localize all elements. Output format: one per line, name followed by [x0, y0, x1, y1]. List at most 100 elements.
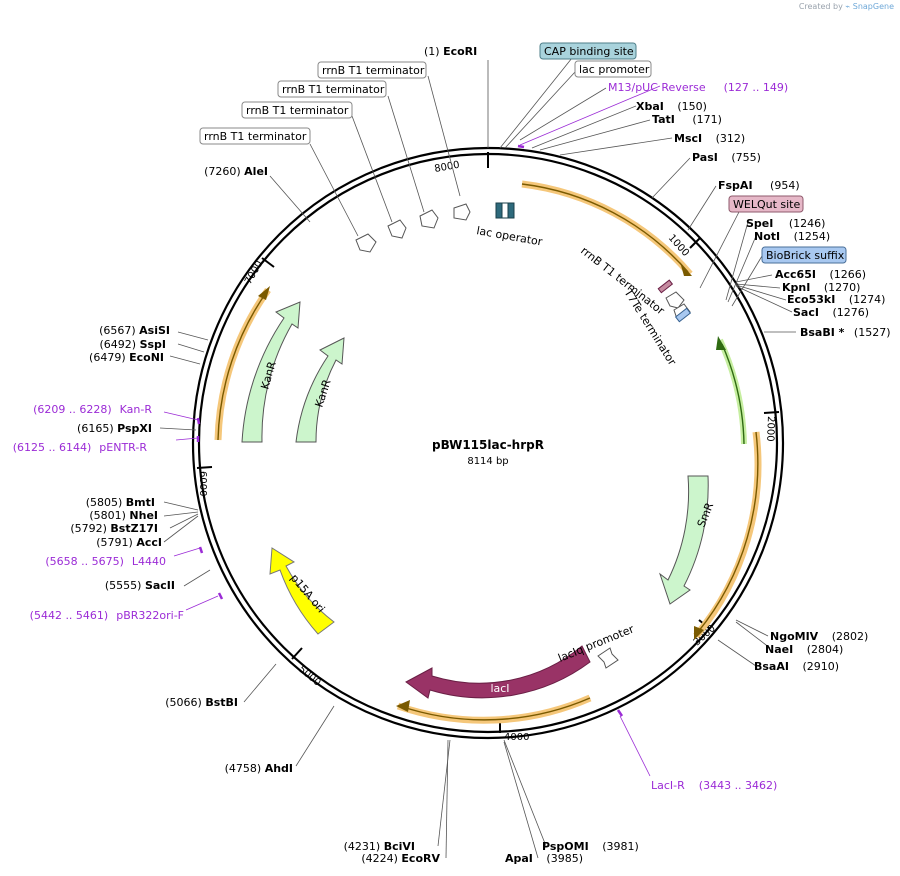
site-ahdi: (4758) AhdI	[225, 762, 293, 775]
site-kpni: KpnI (1270)	[782, 281, 860, 294]
lac-operator-feature	[495, 202, 515, 219]
site-noti: NotI (1254)	[754, 230, 830, 243]
site-ecorv: (4224) EcoRV	[361, 852, 440, 865]
terminator-arrow-4	[355, 233, 377, 253]
terminator-arrow-1	[453, 203, 471, 221]
snapgene-credit: Created by ⌁ SnapGene	[799, 2, 894, 11]
site-fspai: FspAI (954)	[718, 179, 800, 192]
biobrick-mark	[674, 307, 692, 323]
laciq-promoter-label: lacIq promoter	[556, 622, 636, 664]
rrnb-right-arrow	[665, 291, 685, 309]
tick-7000	[261, 257, 275, 268]
tick-label-6000: 6000	[197, 471, 208, 496]
site-bsaai: BsaAI (2910)	[754, 660, 839, 673]
kanr-feature-inner	[295, 337, 345, 443]
orf-arc-green	[717, 338, 747, 445]
site-ngomiv: NgoMIV (2802)	[770, 630, 868, 643]
primer-kan: (6209 .. 6228)Kan-R	[33, 403, 152, 416]
tick-label-2000: 2000	[764, 416, 776, 442]
site-pspxi: (6165) PspXI	[77, 422, 152, 435]
site-econi: (6479) EcoNI	[89, 351, 164, 364]
site-asisi: (6567) AsiSI	[99, 324, 170, 337]
site-pasi: PasI (755)	[692, 151, 761, 164]
terminator-arrow-2	[419, 209, 439, 229]
leader-lines	[159, 47, 796, 859]
kanr-feature-outer	[241, 301, 301, 443]
terminator-box-label-2: rrnB T1 terminator	[282, 83, 385, 96]
primer-pentr: (6125 .. 6144)pENTR-R	[13, 441, 148, 454]
site-bsabi: BsaBI * (1527)	[800, 326, 891, 339]
orf-arrowhead-bottom	[396, 700, 410, 712]
primer-mark-l4440	[198, 546, 204, 554]
primer-labels: M13/pUC Reverse(127 .. 149) LacI-R(3443 …	[13, 81, 788, 792]
site-pspomi: PspOMI (3981)	[542, 840, 639, 853]
terminator-arrow-3	[387, 219, 407, 239]
snapgene-logo-icon: ⌁	[845, 2, 851, 11]
site-bmti: (5805) BmtI	[86, 496, 155, 509]
tick-label-5000: 5000	[296, 664, 323, 689]
orf-arrowhead-green	[716, 336, 726, 350]
primer-mark-pbr322	[217, 592, 224, 600]
site-xbai: XbaI (150)	[636, 100, 707, 113]
site-msci: MscI (312)	[674, 132, 745, 145]
site-sacii: (5555) SacII	[105, 579, 175, 592]
tick-1000	[689, 237, 701, 249]
site-labels-right: (1) EcoRI XbaI (150) TatI (171) MscI (31…	[424, 45, 891, 865]
primer-laci-r: LacI-R(3443 .. 3462)	[651, 779, 777, 792]
site-acc65i: Acc65I (1266)	[775, 268, 866, 281]
site-nhei: (5801) NheI	[89, 509, 158, 522]
site-bstbi: (5066) BstBI	[165, 696, 238, 709]
site-labels-left: (4224) EcoRV (4231) BciVI (4758) AhdI (5…	[70, 165, 440, 865]
plasmid-size: 8114 bp	[467, 456, 508, 467]
tick-2000	[763, 411, 780, 414]
site-tati: TatI (171)	[652, 113, 722, 126]
site-bstz17i: (5792) BstZ17I	[70, 522, 158, 535]
site-acci: (5791) AccI	[96, 536, 162, 549]
welqut-box: WELQut site	[728, 195, 804, 213]
terminator-box-3: rrnB T1 terminator	[241, 101, 353, 119]
lac-promoter-box: lac promoter	[574, 60, 652, 78]
laciq-promoter-arrow	[597, 647, 619, 669]
smr-feature	[659, 475, 709, 605]
right-small-features	[657, 279, 692, 323]
site-saci: SacI (1276)	[793, 306, 869, 319]
plasmid-name: pBW115lac-hrpR	[432, 438, 544, 452]
orf-arrowhead-right	[694, 626, 704, 640]
primer-pbr322: (5442 .. 5461)pBR322ori-F	[30, 609, 184, 622]
lac-operator-label: lac operator	[475, 224, 543, 248]
lac-promoter-label: lac promoter	[579, 63, 650, 76]
site-spei: SpeI (1246)	[746, 217, 825, 230]
terminator-box-label-3: rrnB T1 terminator	[246, 104, 349, 117]
tick-6000	[196, 466, 213, 469]
site-apai: ApaI (3985)	[505, 852, 583, 865]
biobrick-label: BioBrick suffix	[766, 249, 845, 262]
site-eco53ki: Eco53kI (1274)	[787, 293, 885, 306]
primer-m13: M13/pUC Reverse(127 .. 149)	[608, 81, 788, 94]
credit-prefix: Created by	[798, 2, 843, 11]
cap-binding-label: CAP binding site	[544, 45, 634, 58]
primer-mark-m13	[517, 144, 525, 149]
cap-binding-box: CAP binding site	[539, 42, 637, 60]
terminator-box-4: rrnB T1 terminator	[199, 127, 311, 145]
terminator-box-label-1: rrnB T1 terminator	[322, 64, 425, 77]
terminator-arrows	[355, 203, 471, 253]
site-ecori: (1) EcoRI	[424, 45, 477, 58]
biobrick-box: BioBrick suffix	[761, 246, 847, 264]
primer-l4440: (5658 .. 5675)L4440	[45, 555, 166, 568]
p15a-ori-feature	[269, 547, 335, 635]
welqut-mark	[657, 279, 674, 294]
tick-label-8000: 8000	[434, 160, 461, 175]
site-alei: (7260) AleI	[204, 165, 268, 178]
tick-label-4000: 4000	[504, 732, 529, 743]
site-naei: NaeI (2804)	[765, 643, 843, 656]
primer-mark-kan	[196, 417, 201, 425]
primer-marks	[196, 144, 624, 717]
welqut-label: WELQut site	[733, 198, 800, 211]
primer-mark-laci-r	[616, 709, 624, 717]
orf-arrowhead-top	[680, 262, 692, 276]
rrnb-right-label: rrnB T1 terminator	[578, 244, 667, 318]
terminator-box-label-4: rrnB T1 terminator	[204, 130, 307, 143]
tick-5000	[291, 647, 303, 660]
orf-arrowhead-left	[258, 286, 270, 300]
